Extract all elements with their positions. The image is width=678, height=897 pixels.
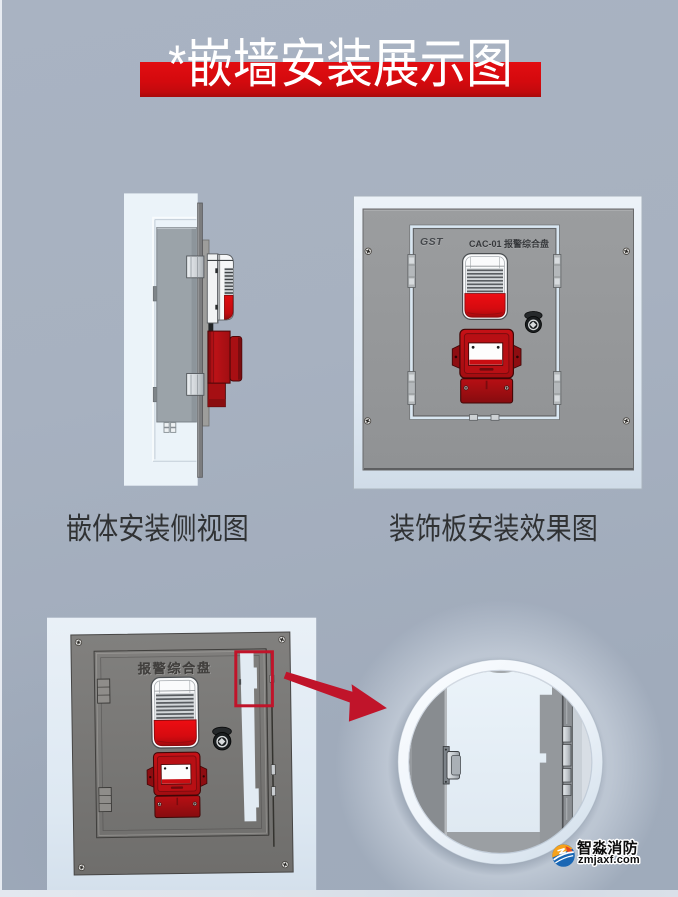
panel-hinge (407, 254, 416, 288)
sounder-strobe (150, 676, 200, 750)
sounder-strobe (461, 252, 509, 321)
panel-model-label: CAC-01 报警综合盘 (469, 239, 550, 249)
door-label: 报警综合盘 (137, 660, 213, 677)
panel-bottom-latch (469, 414, 478, 421)
decorative-panel-edge (197, 202, 203, 478)
watermark-logo-icon (552, 844, 575, 867)
side-view-caption: 嵌体安装侧视图 (66, 513, 249, 546)
side-view-figure (124, 193, 243, 486)
highlight-rect (234, 650, 274, 708)
latch-gap-strip (239, 651, 259, 822)
front-view-caption: 装饰板安装效果图 (389, 513, 598, 546)
hinge-stack (562, 726, 572, 796)
manual-call-point (146, 751, 208, 819)
screw-icon (281, 860, 289, 869)
watermark-brand: 智淼消防 (577, 840, 638, 857)
screw-icon (363, 417, 372, 425)
page-edge-bottom (0, 890, 678, 897)
magnifier-detail (387, 656, 608, 876)
screw-icon (77, 863, 86, 872)
door-edge-line (265, 649, 270, 835)
panel-latch (553, 371, 562, 405)
watermark: 智淼消防 zmjaxf.com (551, 837, 671, 871)
screw-icon (622, 417, 631, 425)
page-edge-left (0, 0, 2, 897)
brand-logo: GST (420, 235, 444, 248)
door-hinge (96, 678, 112, 813)
page-title: *嵌墙安装展示图 (168, 35, 513, 95)
decorative-panel (70, 631, 294, 876)
screw-icon (364, 247, 373, 256)
terminal-blocks (163, 422, 177, 433)
front-view-figure (353, 195, 643, 490)
panel-bottom-latch (490, 414, 500, 421)
panel-hinge (407, 371, 416, 405)
screw-icon (278, 635, 286, 644)
screw-icon (622, 247, 631, 256)
mounting-clip (186, 255, 211, 279)
manual-call-point (451, 328, 522, 404)
fire-telephone-jack (524, 310, 543, 334)
screw-icon (74, 638, 83, 647)
detail-view-figure (47, 617, 608, 893)
watermark-site: zmjaxf.com (578, 853, 640, 866)
latch-tick (238, 679, 242, 685)
magnified-content (409, 670, 592, 853)
title-banner: *嵌墙安装展示图 (140, 38, 541, 97)
latch-detail (442, 746, 461, 785)
panel-edge-plates (197, 202, 210, 478)
panel-latch (553, 254, 562, 288)
fire-telephone-jack (211, 726, 233, 751)
inner-access-panel (409, 224, 560, 420)
sounder-side-view (206, 253, 234, 324)
magnify-arrow-icon (283, 671, 387, 722)
call-point-side-view (207, 323, 243, 408)
